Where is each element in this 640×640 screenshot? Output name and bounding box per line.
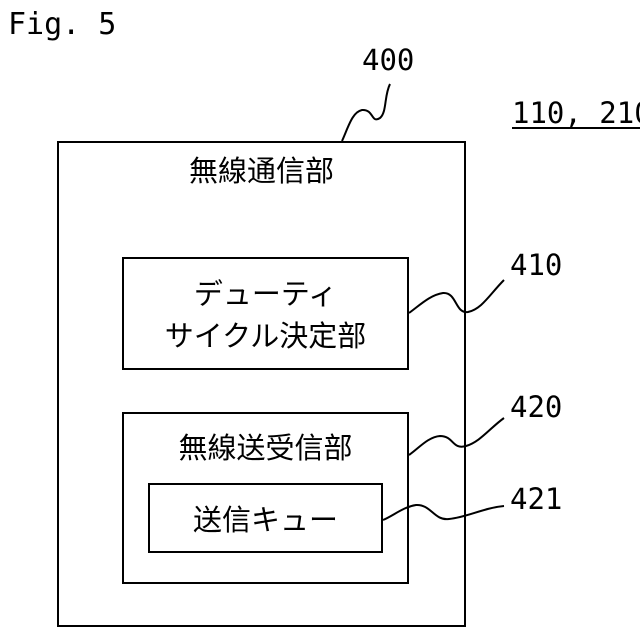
leader-line-400 [342, 84, 390, 141]
duty-cycle-label-line1: デューティ [122, 280, 409, 309]
wireless-transceiver-label: 無線送受信部 [122, 434, 409, 463]
figure-label: Fig. 5 [8, 10, 116, 40]
ref-numeral-420: 420 [510, 393, 562, 422]
ref-numeral-410: 410 [510, 251, 562, 280]
transmission-queue-label: 送信キュー [148, 506, 383, 535]
ref-numeral-device: 110, 210 [512, 99, 640, 128]
ref-numeral-421: 421 [510, 485, 562, 514]
wireless-communication-unit-label: 無線通信部 [57, 157, 466, 186]
ref-numeral-400: 400 [362, 46, 414, 75]
duty-cycle-determination-block [122, 257, 409, 370]
duty-cycle-label-line2: サイクル決定部 [122, 322, 409, 351]
